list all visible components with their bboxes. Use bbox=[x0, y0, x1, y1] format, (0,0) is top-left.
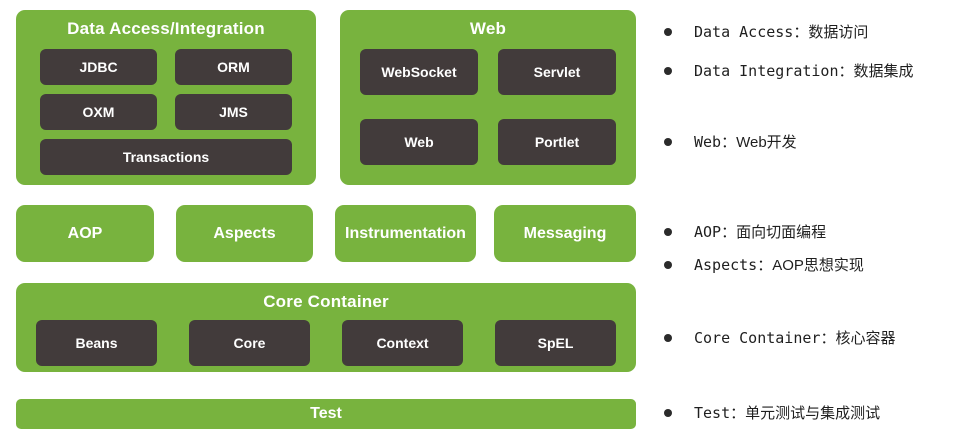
note-label: Aspects bbox=[694, 255, 758, 274]
chip-oxm: OXM bbox=[40, 94, 157, 130]
chip-jdbc: JDBC bbox=[40, 49, 157, 85]
note-data-integration: Data Integration ： 数据集成 bbox=[664, 60, 914, 81]
panel-title-core-container: Core Container bbox=[263, 292, 389, 311]
panel-web: Web WebSocket Servlet Web Portlet bbox=[340, 10, 636, 185]
panel-messaging: Messaging bbox=[494, 205, 636, 262]
chip-context: Context bbox=[342, 320, 463, 366]
note-label: Data Integration bbox=[694, 61, 839, 80]
note-separator: ： bbox=[721, 133, 737, 151]
bullet-icon bbox=[664, 227, 672, 236]
note-separator: ： bbox=[838, 62, 854, 80]
panel-core-container: Core Container Beans Core Context SpEL bbox=[16, 283, 636, 372]
bullet-icon bbox=[664, 260, 672, 269]
note-text: 数据访问 bbox=[808, 24, 869, 41]
panel-test: Test bbox=[16, 399, 636, 429]
chip-beans: Beans bbox=[36, 320, 157, 366]
bullet-icon bbox=[664, 408, 672, 417]
chip-websocket: WebSocket bbox=[360, 49, 478, 95]
note-text: Web开发 bbox=[736, 134, 797, 151]
chip-portlet: Portlet bbox=[498, 119, 616, 165]
note-label: AOP bbox=[694, 222, 722, 241]
note-separator: ： bbox=[730, 404, 746, 422]
panel-aspects: Aspects bbox=[176, 205, 313, 262]
chip-spel: SpEL bbox=[495, 320, 616, 366]
note-text: 数据集成 bbox=[853, 63, 914, 80]
note-text: AOP思想实现 bbox=[772, 257, 864, 274]
note-aspects: Aspects ： AOP思想实现 bbox=[664, 254, 864, 275]
chip-servlet: Servlet bbox=[498, 49, 616, 95]
note-label: Test bbox=[694, 403, 731, 422]
note-separator: ： bbox=[757, 256, 773, 274]
note-label: Web bbox=[694, 132, 722, 151]
bullet-icon bbox=[664, 333, 672, 342]
note-test: Test ： 单元测试与集成测试 bbox=[664, 402, 880, 423]
note-label: Core Container bbox=[694, 328, 821, 347]
note-text: 面向切面编程 bbox=[736, 224, 827, 241]
chip-orm: ORM bbox=[175, 49, 292, 85]
note-label: Data Access bbox=[694, 22, 794, 41]
note-aop: AOP ： 面向切面编程 bbox=[664, 221, 826, 242]
bullet-icon bbox=[664, 66, 672, 75]
chip-web: Web bbox=[360, 119, 478, 165]
note-text: 单元测试与集成测试 bbox=[745, 405, 881, 422]
panel-data-access-integration: Data Access/Integration JDBC ORM OXM JMS… bbox=[16, 10, 316, 185]
panel-title-data-access: Data Access/Integration bbox=[67, 19, 265, 38]
chip-jms: JMS bbox=[175, 94, 292, 130]
panel-instrumentation: Instrumentation bbox=[335, 205, 476, 262]
note-data-access: Data Access ： 数据访问 bbox=[664, 21, 868, 42]
note-separator: ： bbox=[721, 223, 737, 241]
panel-title-web: Web bbox=[469, 19, 507, 38]
note-core-container: Core Container ： 核心容器 bbox=[664, 327, 895, 348]
bullet-icon bbox=[664, 137, 672, 146]
note-text: 核心容器 bbox=[835, 330, 896, 347]
chip-core: Core bbox=[189, 320, 310, 366]
panel-aop: AOP bbox=[16, 205, 154, 262]
chip-transactions: Transactions bbox=[40, 139, 292, 175]
note-separator: ： bbox=[793, 23, 809, 41]
note-separator: ： bbox=[820, 329, 836, 347]
bullet-icon bbox=[664, 27, 672, 36]
note-web: Web ： Web开发 bbox=[664, 131, 797, 152]
